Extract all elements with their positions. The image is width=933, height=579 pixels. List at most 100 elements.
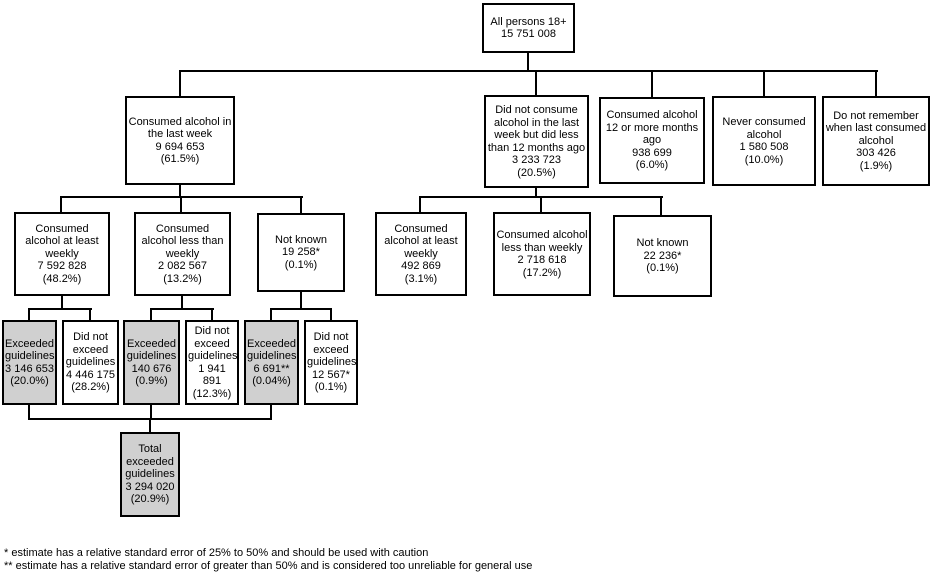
node-lastweek-less-than-weekly: Consumed alcohol less than weekly 2 082 … (134, 212, 231, 296)
node-value: 3 294 020 (125, 480, 175, 493)
node-label: Consumed alcohol less than weekly (496, 229, 588, 254)
node-label: Consumed alcohol 12 or more months ago (605, 109, 699, 147)
connector (419, 196, 421, 212)
node-value: 3 233 723 (512, 154, 561, 166)
connector (540, 196, 542, 212)
node-not-last-week: Did not consume alcohol in the last week… (484, 95, 589, 188)
node-percent: (20.9%) (130, 493, 170, 506)
node-percent: (10.0%) (744, 153, 784, 166)
node-not-exceeded-weekly: Did not exceed guidelines 4 446 175 (28.… (62, 320, 119, 405)
node-label: Exceeded guidelines (5, 337, 55, 363)
connector (150, 405, 152, 420)
connector (179, 70, 878, 72)
node-percent: (0.1%) (646, 262, 679, 275)
node-twelve-months-ago: Consumed alcohol 12 or more months ago 9… (599, 97, 705, 184)
node-lastweek-not-known: Not known 19 258* (0.1%) (257, 213, 345, 292)
node-value: 2 718 618 (517, 254, 567, 266)
node-percent: (28.2%) (71, 381, 110, 394)
node-consumed-last-week: Consumed alcohol in the last week 9 694 … (125, 96, 235, 185)
node-value: 22 236* (643, 249, 682, 262)
connector (660, 196, 662, 215)
node-do-not-remember: Do not remember when last consumed alcoh… (822, 96, 930, 186)
connector (28, 308, 92, 310)
node-label: Not known (636, 237, 689, 250)
node-label: Consumed alcohol at least weekly (25, 222, 99, 260)
connector (179, 185, 181, 198)
connector (527, 53, 529, 70)
node-value: 4 446 175 (66, 368, 115, 381)
connector (28, 405, 30, 420)
node-value: 938 699 (632, 146, 672, 159)
node-notlastweek-at-least-weekly: Consumed alcohol at least weekly 492 869… (375, 212, 467, 296)
node-percent: (13.2%) (163, 272, 202, 285)
node-value: 15 751 008 (500, 28, 557, 40)
connector (270, 308, 272, 320)
node-value: 9 694 653 (155, 140, 205, 153)
connector (150, 308, 214, 310)
node-all-persons: All persons 18+ 15 751 008 (482, 3, 575, 53)
connector (300, 196, 302, 213)
node-label: Consumed alcohol less than weekly (141, 222, 224, 260)
node-percent: (1.9%) (859, 159, 893, 172)
node-label: Did not consume alcohol in the last week… (487, 104, 586, 154)
node-percent: (0.9%) (135, 375, 168, 387)
node-label: All persons 18+ (490, 15, 567, 28)
node-notlastweek-less-than-weekly: Consumed alcohol less than weekly 2 718 … (493, 212, 591, 296)
node-label: Did not exceed guidelines (188, 325, 238, 362)
node-exceeded-notknown: Exceeded guidelines 6 691** (0.04%) (244, 320, 299, 405)
node-total-exceeded: Total exceeded guidelines 3 294 020 (20.… (120, 432, 180, 517)
node-lastweek-at-least-weekly: Consumed alcohol at least weekly 7 592 8… (14, 212, 110, 296)
node-percent: (0.1%) (284, 258, 318, 271)
connector (61, 296, 63, 310)
node-percent: (6.0%) (635, 159, 669, 172)
node-not-exceeded-notknown: Did not exceed guidelines 12 567* (0.1%) (304, 320, 358, 405)
node-value: 6 691** (253, 362, 290, 375)
connector (535, 70, 537, 95)
node-label: Not known (275, 233, 327, 246)
connector (180, 196, 182, 212)
node-label: Did not exceed guidelines (65, 331, 116, 369)
node-label: Never consumed alcohol (722, 116, 806, 141)
node-value: 492 869 (401, 260, 441, 273)
connector (300, 292, 302, 310)
footnote-double-asterisk: ** estimate has a relative standard erro… (4, 560, 533, 572)
node-percent: (0.1%) (314, 381, 348, 394)
connector (181, 296, 183, 310)
node-percent: (0.04%) (252, 375, 291, 387)
node-label: Do not remember when last consumed alcoh… (825, 109, 927, 147)
node-value: 1 941 891 (198, 362, 226, 388)
connector (651, 70, 653, 97)
node-label: Total exceeded guidelines (125, 443, 175, 481)
node-value: 12 567* (312, 368, 350, 381)
node-percent: (20.5%) (517, 166, 556, 179)
node-value: 303 426 (856, 147, 896, 160)
node-value: 2 082 567 (158, 260, 207, 273)
connector (763, 70, 765, 96)
node-label: Consumed alcohol at least weekly (384, 222, 458, 260)
footnote-single-asterisk: * estimate has a relative standard error… (4, 547, 429, 559)
node-value: 140 676 (131, 362, 172, 375)
node-value: 7 592 828 (37, 260, 87, 273)
node-percent: (48.2%) (42, 272, 82, 285)
node-value: 3 146 653 (5, 362, 54, 375)
node-notlastweek-not-known: Not known 22 236* (0.1%) (613, 215, 712, 297)
node-label: Did not exceed guidelines (307, 331, 357, 369)
connector (330, 308, 332, 320)
connector (28, 308, 30, 320)
node-label: Consumed alcohol in the last week (128, 115, 232, 141)
node-exceeded-less: Exceeded guidelines 140 676 (0.9%) (123, 320, 180, 405)
connector (60, 196, 62, 212)
connector (149, 418, 151, 432)
node-label: Exceeded guidelines (247, 337, 297, 363)
connector (89, 308, 91, 320)
connector (270, 308, 332, 310)
node-percent: (12.3%) (192, 387, 232, 400)
node-percent: (17.2%) (522, 266, 562, 279)
node-label: Exceeded guidelines (126, 337, 177, 363)
connector (875, 70, 877, 96)
node-exceeded-weekly: Exceeded guidelines 3 146 653 (20.0%) (2, 320, 57, 405)
node-percent: (20.0%) (10, 375, 49, 387)
connector (211, 308, 213, 320)
node-value: 19 258* (282, 246, 320, 259)
